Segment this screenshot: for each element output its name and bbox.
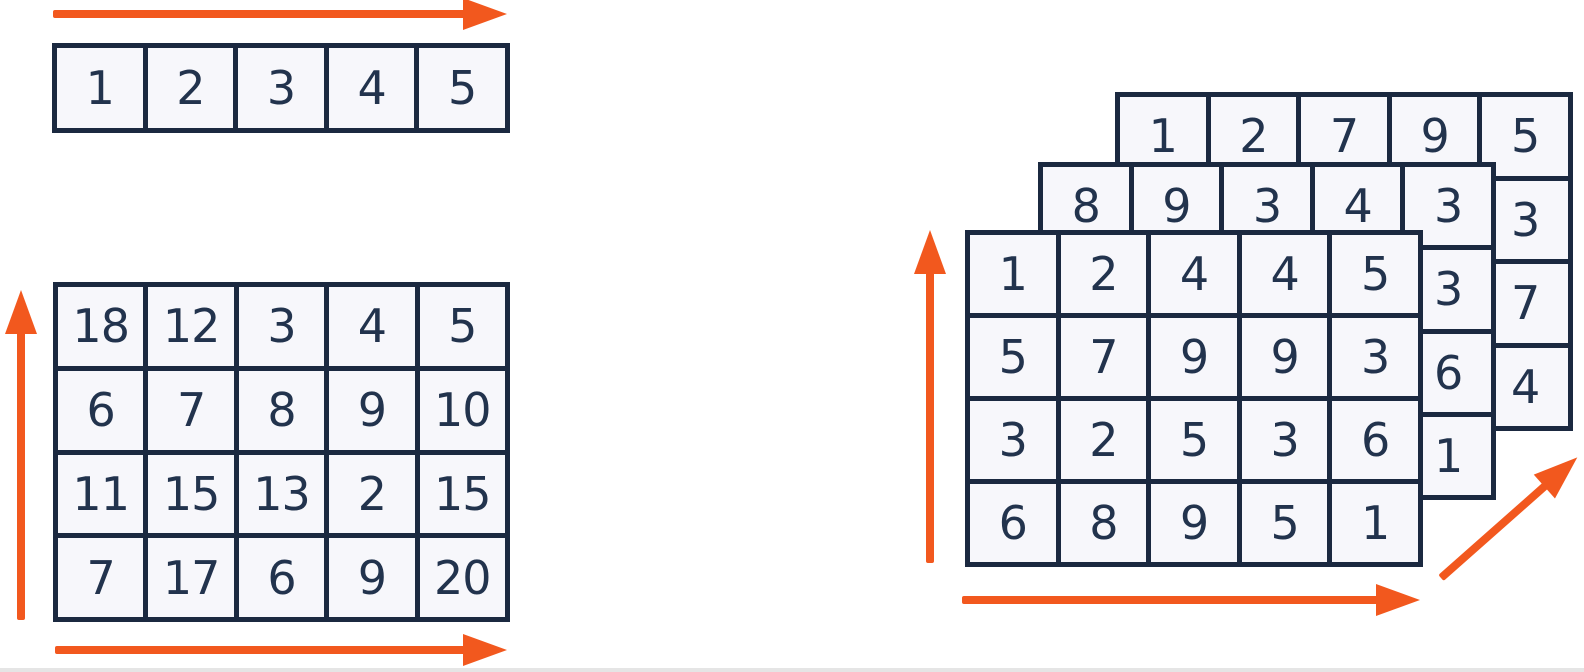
grid-cell: 9 xyxy=(1151,318,1237,396)
grid-cell: 4 xyxy=(329,287,415,366)
grid-cell: 4 xyxy=(1482,347,1568,426)
grid-cell: 15 xyxy=(419,454,505,534)
grid-cell: 2 xyxy=(1060,235,1147,313)
arrow-shaft xyxy=(926,268,934,563)
grid-cell: 6 xyxy=(1332,401,1418,479)
grid-cell: 9 xyxy=(329,538,415,617)
grid-cell: 3 xyxy=(970,401,1056,479)
grid-cell: 15 xyxy=(148,454,234,534)
grid-cell: 2 xyxy=(147,48,234,128)
grid-cell: 10 xyxy=(419,370,505,450)
grid-cell: 1 xyxy=(1332,484,1418,562)
arrow-head-up xyxy=(914,230,946,274)
grid-cell: 4 xyxy=(1241,235,1328,313)
grid-cell: 8 xyxy=(1060,484,1147,562)
grid-cell: 9 xyxy=(329,370,415,450)
grid-cell: 6 xyxy=(58,370,144,450)
arrow-head-right xyxy=(463,634,507,666)
vector-x-axis-arrow-icon xyxy=(53,0,507,30)
tensor-y-axis-arrow-icon xyxy=(914,230,946,563)
grid-cell: 5 xyxy=(1151,401,1237,479)
grid-cell: 7 xyxy=(1482,264,1568,343)
grid-cell: 3 xyxy=(1482,180,1568,259)
grid-cell: 7 xyxy=(148,370,234,450)
grid-cell: 18 xyxy=(58,287,144,366)
grid-cell: 17 xyxy=(148,538,234,617)
grid-cell: 12 xyxy=(148,287,234,366)
grid-cell: 3 xyxy=(1332,318,1418,396)
matrix-x-axis-arrow-icon xyxy=(55,634,507,666)
arrow-shaft xyxy=(55,646,469,654)
grid-cell: 20 xyxy=(419,538,505,617)
grid-cell: 11 xyxy=(58,454,144,534)
grid-cell: 6 xyxy=(238,538,325,617)
grid-cell: 8 xyxy=(238,370,325,450)
grid-cell: 4 xyxy=(1151,235,1237,313)
grid-cell: 2 xyxy=(329,454,415,534)
grid-cell: 7 xyxy=(1060,318,1147,396)
grid-cell: 2 xyxy=(1060,401,1147,479)
arrow-head-right xyxy=(463,0,507,30)
grid-cell: 13 xyxy=(238,454,325,534)
grid-cell: 3 xyxy=(238,48,324,128)
grid-cell: 5 xyxy=(419,287,505,366)
grid-cell: 3 xyxy=(238,287,325,366)
matrix-y-axis-arrow-icon xyxy=(5,290,37,620)
grid-cell: 3 xyxy=(1241,401,1328,479)
arrow-head-right xyxy=(1376,584,1420,616)
grid-cell: 4 xyxy=(328,48,415,128)
grid-cell: 5 xyxy=(1482,97,1568,176)
grid-cell: 1 xyxy=(970,235,1056,313)
grid-cell: 9 xyxy=(1151,484,1237,562)
arrow-shaft xyxy=(53,10,469,18)
arrow-head-up xyxy=(5,290,37,334)
grid-cell: 5 xyxy=(1332,235,1418,313)
grid-cell: 9 xyxy=(1241,318,1328,396)
grid-cell: 5 xyxy=(419,48,505,128)
arrow-shaft xyxy=(17,328,25,620)
bottom-edge-artifact xyxy=(0,668,1584,672)
arrow-shaft xyxy=(962,596,1382,604)
grid-cell: 5 xyxy=(1241,484,1328,562)
grid-cell: 6 xyxy=(970,484,1056,562)
grid-cell: 1 xyxy=(57,48,143,128)
grid-cell: 7 xyxy=(58,538,144,617)
grid-cell: 5 xyxy=(970,318,1056,396)
tensor-x-axis-arrow-icon xyxy=(962,584,1420,616)
